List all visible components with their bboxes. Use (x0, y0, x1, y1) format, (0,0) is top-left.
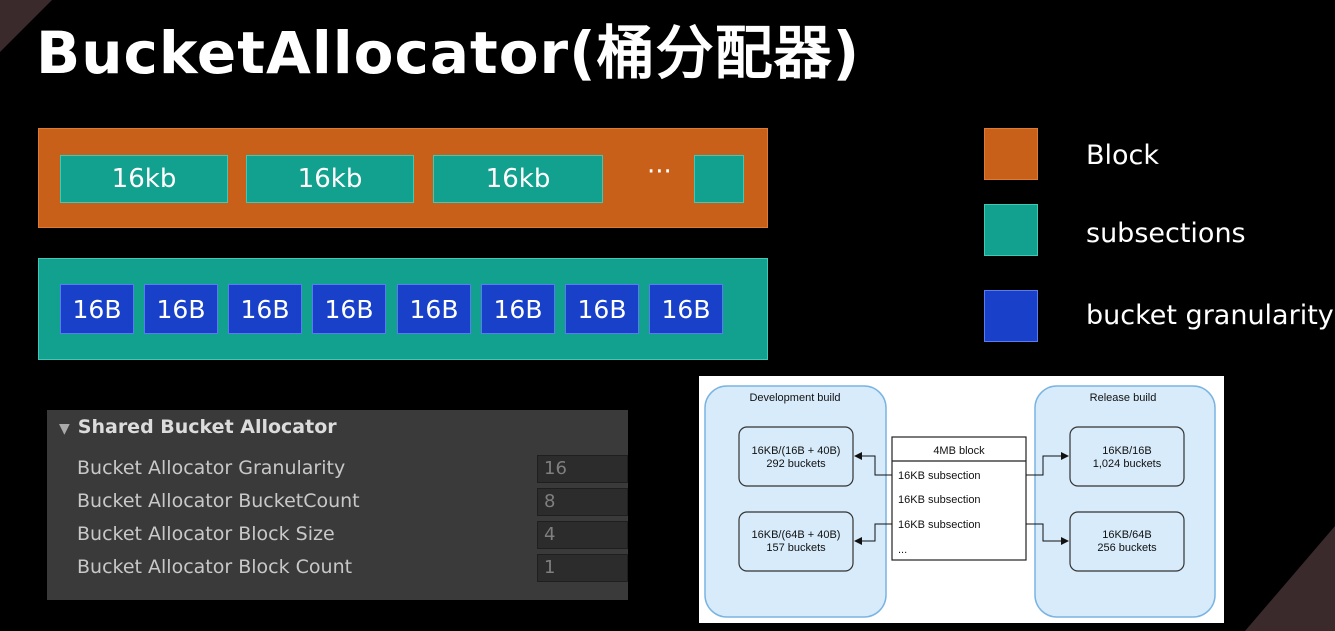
bucket-box: 16B (565, 284, 639, 334)
inspector-row-blocksize: Bucket Allocator Block Size 4 (77, 520, 628, 550)
center-row: 16KB subsection (898, 470, 981, 482)
dev-box-line1: 16KB/(16B + 40B) (752, 445, 841, 457)
field-value[interactable]: 8 (537, 488, 628, 516)
release-box-line1: 16KB/16B (1102, 445, 1152, 457)
dev-box (738, 511, 854, 572)
arrow-to-release-2 (1026, 523, 1069, 545)
release-box (1069, 511, 1185, 572)
dev-box-line2: 292 buckets (766, 458, 826, 470)
arrow-to-release-1 (1026, 452, 1069, 476)
center-row: 16KB subsection (898, 519, 981, 531)
corner-decoration-bottom-right (1245, 526, 1335, 631)
legend-swatch-block (984, 128, 1038, 180)
legend-label-bucket: bucket granularity (1086, 300, 1334, 331)
field-label: Bucket Allocator Granularity (77, 457, 346, 479)
release-box-line2: 1,024 buckets (1093, 458, 1162, 470)
development-group (704, 385, 887, 618)
subsection-box: 16kb (433, 155, 603, 203)
inspector-row-blockcount: Bucket Allocator Block Count 1 (77, 553, 628, 583)
center-row: ... (898, 544, 907, 556)
legend-swatch-subsections (984, 204, 1038, 256)
dev-box-line2: 157 buckets (766, 542, 826, 554)
bucket-box: 16B (312, 284, 386, 334)
field-label: Bucket Allocator BucketCount (77, 490, 360, 512)
legend-label-block: Block (1086, 140, 1160, 171)
field-value[interactable]: 1 (537, 554, 628, 582)
legend-label-subsections: subsections (1086, 218, 1246, 249)
release-box (1069, 426, 1185, 487)
release-group (1034, 385, 1216, 618)
release-box-line1: 16KB/64B (1102, 529, 1152, 541)
center-row: 16KB subsection (898, 494, 981, 506)
subsection-bar: 16B 16B 16B 16B 16B 16B 16B 16B (38, 258, 768, 360)
arrow-to-dev-1 (854, 452, 892, 476)
arrow-to-dev-2 (854, 523, 892, 545)
legend-swatch-bucket (984, 290, 1038, 342)
field-label: Bucket Allocator Block Size (77, 523, 335, 545)
inspector-header-label: Shared Bucket Allocator (77, 416, 337, 438)
block-bar: 16kb 16kb 16kb ··· (38, 128, 768, 228)
inspector-row-bucketcount: Bucket Allocator BucketCount 8 (77, 487, 628, 517)
development-title: Development build (749, 392, 840, 404)
corner-decoration-top-left (0, 0, 52, 52)
bucket-box: 16B (649, 284, 723, 334)
center-header: 4MB block (933, 445, 985, 457)
foldout-triangle-icon[interactable]: ▼ (59, 421, 70, 437)
build-diagram: Development build 16KB/(16B + 40B) 292 b… (699, 376, 1224, 623)
subsection-box: 16kb (60, 155, 228, 203)
inspector-foldout-header[interactable]: ▼ Shared Bucket Allocator (59, 416, 337, 438)
bucket-box: 16B (397, 284, 471, 334)
dev-box-line1: 16KB/(64B + 40B) (752, 529, 841, 541)
bucket-box: 16B (228, 284, 302, 334)
inspector-row-granularity: Bucket Allocator Granularity 16 (77, 454, 628, 484)
release-box-line2: 256 buckets (1097, 542, 1157, 554)
build-diagram-svg: Development build 16KB/(16B + 40B) 292 b… (704, 385, 1216, 618)
bucket-box: 16B (144, 284, 218, 334)
subsection-box: 16kb (246, 155, 414, 203)
bucket-box: 16B (60, 284, 134, 334)
inspector-panel: ▼ Shared Bucket Allocator Bucket Allocato… (47, 410, 628, 600)
dev-box (738, 426, 854, 487)
release-title: Release build (1090, 392, 1157, 404)
slide-title: BucketAllocator(桶分配器) (36, 19, 861, 87)
field-value[interactable]: 4 (537, 521, 628, 549)
center-block (891, 436, 1027, 561)
bucket-box: 16B (481, 284, 555, 334)
ellipsis: ··· (647, 157, 672, 187)
field-label: Bucket Allocator Block Count (77, 556, 353, 578)
subsection-box-partial (694, 155, 744, 203)
field-value[interactable]: 16 (537, 455, 628, 483)
